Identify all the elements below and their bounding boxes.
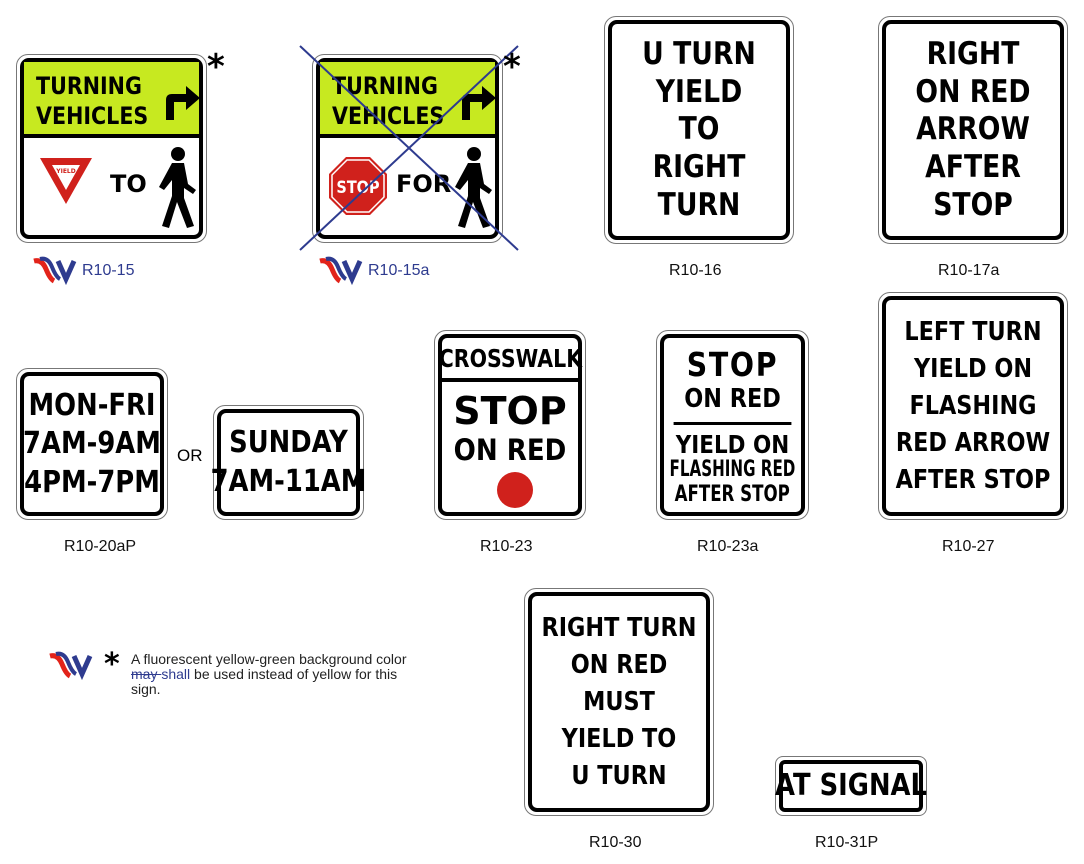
sign-line: YIELD [655,73,743,110]
lower-panel: YIELD TO [24,138,199,235]
footnote-inserted: shall [161,666,191,682]
sign-r10-23: CROSSWALK STOP ON RED [434,330,586,520]
sign-r10-15: TURNING VEHICLES YIELD TO [16,54,207,243]
sign-line: LEFT TURN [904,317,1042,347]
sign-r10-31p: AT SIGNAL [775,756,927,816]
sign-code: R10-16 [669,262,722,279]
sign-code: R10-17a [938,262,1000,279]
sign-r10-27: LEFT TURN YIELD ON FLASHING RED ARROW AF… [878,292,1068,520]
sign-line: FLASHING RED [669,457,796,482]
fyg-panel: TURNING VEHICLES [320,62,496,138]
fyg-panel: TURNING VEHICLES [24,62,200,138]
sign-line: AFTER [925,149,1021,186]
asterisk-mark: * [503,47,521,87]
stop-symbol-icon: STOP [329,157,387,215]
sign-r10-17a: RIGHT ON RED ARROW AFTER STOP [878,16,1068,244]
revision-mark-icon [33,256,77,286]
footnote-part2: be used instead of yellow for this sign. [131,666,398,697]
asterisk-mark: * [207,47,225,87]
connector-text: FOR [396,170,452,198]
sign-line: STOP [933,187,1013,224]
sign-line: RIGHT TURN [541,613,697,643]
sign-line: TO [678,111,720,148]
sign-code: R10-20aP [64,538,137,555]
deletion-cross [299,45,519,251]
sign-line: RIGHT [652,149,746,186]
footnote-text: A fluorescent yellow-green background co… [131,652,421,697]
sign-line: VEHICLES [36,102,149,130]
revision-mark-icon [319,256,363,286]
sign-line: YIELD ON [675,429,790,459]
sign-r10-23a: STOP ON RED YIELD ON FLASHING RED AFTER … [656,330,809,520]
sign-line: ON RED [915,73,1031,110]
sign-line: VEHICLES [332,102,445,130]
connector-text: TO [110,170,147,198]
sign-code: R10-31P [815,834,879,851]
sign-r10-16: U TURN YIELD TO RIGHT TURN [604,16,794,244]
sign-code: R10-27 [942,538,995,555]
sign-line: 4PM-7PM [24,464,160,500]
sign-line: TURNING [36,72,142,100]
sign-code: R10-30 [589,834,642,851]
sign-line: STOP [686,344,779,384]
footnote-part1: A fluorescent yellow-green background co… [131,651,407,667]
sign-line: ON RED [570,650,668,680]
pedestrian-icon [455,147,492,228]
sign-header: CROSSWALK [438,343,582,373]
lower-panel: STOP FOR [320,138,495,235]
sign-line: U TURN [642,35,756,72]
sign-line: AT SIGNAL [775,768,927,803]
sign-r10-20ap-right: SUNDAY 7AM-11AM [210,405,367,520]
sign-line: SUNDAY [229,425,348,460]
pedestrian-icon [159,147,196,228]
sign-line: STOP [453,389,567,433]
sign-line: ARROW [916,111,1030,148]
sign-r10-15a: TURNING VEHICLES STOP FOR [312,54,503,243]
yield-symbol-icon: YIELD [40,158,92,204]
right-turn-arrow-icon [166,86,200,120]
footnote-deleted: may [131,666,162,682]
sign-code: R10-15a [368,262,430,279]
sign-line: 7AM-9AM [23,426,161,461]
revision-mark-icon [49,651,93,681]
sign-line: YIELD ON [913,354,1033,384]
sign-r10-20ap-left: MON-FRI 7AM-9AM 4PM-7PM [16,368,168,520]
sign-line: TURN [657,187,741,224]
sign-line: MON-FRI [28,387,156,423]
sign-line: FLASHING [909,391,1037,421]
sign-line: ON RED [453,433,567,467]
sign-line: ON RED [684,384,781,415]
sign-code: R10-23a [697,538,759,555]
svg-text:STOP: STOP [336,177,379,197]
sign-line: RIGHT [926,35,1020,72]
sign-line: AFTER STOP [895,465,1051,495]
sign-code: R10-15 [82,262,135,279]
sign-line: TURNING [332,72,438,100]
red-ball-icon [497,472,533,508]
sign-code: R10-23 [480,538,533,555]
sign-line: U TURN [571,761,667,791]
lower-panel: STOP ON RED [442,382,578,512]
sign-line: MUST [583,687,655,717]
sign-line: 7AM-11AM [210,464,367,499]
footnote-asterisk: * [104,647,120,682]
or-label: OR [177,446,203,465]
sign-r10-30: RIGHT TURN ON RED MUST YIELD TO U TURN [524,588,714,816]
sign-line: YIELD TO [561,724,677,754]
right-turn-arrow-icon [462,86,496,120]
sign-line: RED ARROW [895,428,1051,458]
svg-text:YIELD: YIELD [55,168,75,175]
sign-line: AFTER STOP [674,481,791,507]
